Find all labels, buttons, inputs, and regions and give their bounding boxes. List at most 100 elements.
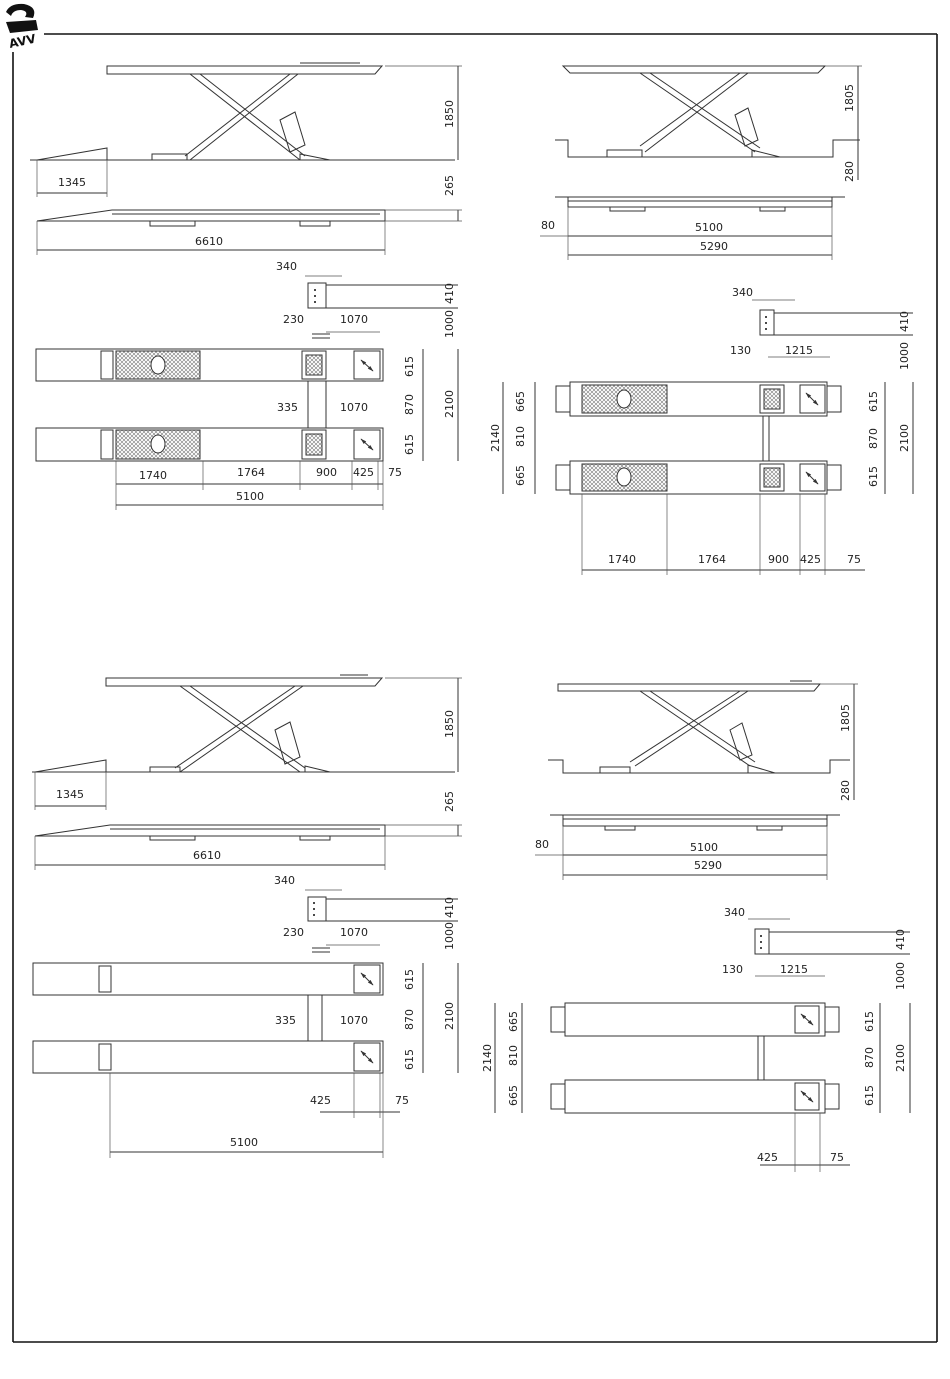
dim-615b: 615: [867, 466, 880, 487]
dim-beam: 340: [274, 874, 295, 887]
dim-80: 80: [541, 219, 555, 232]
dim-ramp: 1345: [56, 788, 84, 801]
dim-1000: 1000: [898, 342, 911, 370]
dim-low: 265: [443, 175, 456, 196]
side-view-lowered: 80 5100 5290: [535, 814, 840, 880]
dim-5290: 5290: [694, 859, 722, 872]
dim-410: 410: [898, 311, 911, 332]
dim-80: 80: [535, 838, 549, 851]
dim-low: 265: [443, 791, 456, 812]
dim-425: 425: [353, 466, 374, 479]
logo-text: AVV: [8, 31, 38, 50]
side-view-raised: 1850 1345: [32, 674, 462, 810]
dim-75: 75: [830, 1151, 844, 1164]
side-view-raised: 1850 1345: [30, 62, 462, 197]
dim-665b: 665: [507, 1085, 520, 1106]
dim-height: 1850: [443, 100, 456, 128]
dim-335: 335: [277, 401, 298, 414]
dim-870: 870: [867, 428, 880, 449]
side-view-raised: 1805 280: [548, 680, 858, 801]
dim-870: 870: [403, 394, 416, 415]
diagram-top-right: 1805 280 80 5100 5290 340 410 100: [489, 65, 914, 575]
plan-view: 340 410 1000 230 1070 615 335 1070 870 2…: [32, 874, 459, 1158]
diagram-bottom-right: 1805 280 80 5100 5290 340 410 100: [481, 680, 911, 1172]
dim-900: 900: [768, 553, 789, 566]
dim-pit: 280: [839, 780, 852, 801]
dim-total-length: 6610: [193, 849, 221, 862]
dim-75: 75: [395, 1094, 409, 1107]
diagram-top-left: 1850 1345 265 6610 340: [30, 62, 462, 510]
dim-425: 425: [757, 1151, 778, 1164]
dim-615b: 615: [403, 1049, 416, 1070]
side-view-lowered: 265 6610: [34, 791, 462, 870]
plan-view: 340 410 1000 130 1215 2140 665 810 665 6…: [481, 906, 911, 1172]
dim-1070a: 1070: [340, 926, 368, 939]
side-view-raised: 1805 280: [555, 65, 862, 182]
dim-130: 130: [730, 344, 751, 357]
dim-130: 130: [722, 963, 743, 976]
dim-665b: 665: [514, 465, 527, 486]
dim-615b: 615: [403, 434, 416, 455]
dim-1070b: 1070: [340, 1014, 368, 1027]
dim-beam: 340: [732, 286, 753, 299]
dim-1070a: 1070: [340, 313, 368, 326]
dim-total-length: 6610: [195, 235, 223, 248]
dim-230: 230: [283, 926, 304, 939]
dim-870: 870: [403, 1009, 416, 1030]
dim-pit: 280: [843, 161, 856, 182]
dim-2140: 2140: [489, 424, 502, 452]
page-frame: [12, 33, 938, 1343]
dim-height: 1850: [443, 710, 456, 738]
dim-2100: 2100: [894, 1044, 907, 1072]
dim-beam: 340: [724, 906, 745, 919]
dim-1215: 1215: [785, 344, 813, 357]
diagram-bottom-left: 1850 1345 265 6610 340 4: [32, 674, 462, 1158]
dim-615a: 615: [403, 969, 416, 990]
dim-1764: 1764: [698, 553, 726, 566]
dim-615b: 615: [863, 1085, 876, 1106]
dim-height: 1805: [843, 84, 856, 112]
side-view-lowered: 265 6610: [36, 175, 462, 255]
side-view-lowered: 80 5100 5290: [540, 196, 845, 260]
dim-410: 410: [894, 929, 907, 950]
dim-1215: 1215: [780, 963, 808, 976]
dim-2100: 2100: [898, 424, 911, 452]
dim-height: 1805: [839, 704, 852, 732]
dim-beam: 340: [276, 260, 297, 273]
dim-1764: 1764: [237, 466, 265, 479]
dim-615a: 615: [867, 391, 880, 412]
dim-1740: 1740: [608, 553, 636, 566]
dim-5290: 5290: [700, 240, 728, 253]
plan-view: 340 410 1000 230 1070 615 335 1070 870 2…: [35, 260, 459, 510]
dim-230: 230: [283, 313, 304, 326]
dim-1000: 1000: [443, 310, 456, 338]
brand-logo: AVV: [6, 3, 38, 51]
dim-665a: 665: [507, 1011, 520, 1032]
dim-425: 425: [310, 1094, 331, 1107]
dim-75: 75: [388, 466, 402, 479]
dim-5100: 5100: [690, 841, 718, 854]
dim-335: 335: [275, 1014, 296, 1027]
dim-1740: 1740: [139, 469, 167, 482]
dim-75: 75: [847, 553, 861, 566]
dim-425: 425: [800, 553, 821, 566]
dim-2100: 2100: [443, 390, 456, 418]
dim-5100: 5100: [236, 490, 264, 503]
dim-410: 410: [443, 283, 456, 304]
dim-5100: 5100: [230, 1136, 258, 1149]
dim-ramp: 1345: [58, 176, 86, 189]
dim-410: 410: [443, 897, 456, 918]
dim-870: 870: [863, 1047, 876, 1068]
dim-615a: 615: [863, 1011, 876, 1032]
dim-2100: 2100: [443, 1002, 456, 1030]
dim-615a: 615: [403, 356, 416, 377]
dim-5100: 5100: [695, 221, 723, 234]
dim-1070b: 1070: [340, 401, 368, 414]
dim-810: 810: [514, 426, 527, 447]
plan-view: 340 410 1000 130 1215: [489, 286, 914, 575]
dim-1000: 1000: [894, 962, 907, 990]
dim-810: 810: [507, 1045, 520, 1066]
dim-900: 900: [316, 466, 337, 479]
dim-2140: 2140: [481, 1044, 494, 1072]
